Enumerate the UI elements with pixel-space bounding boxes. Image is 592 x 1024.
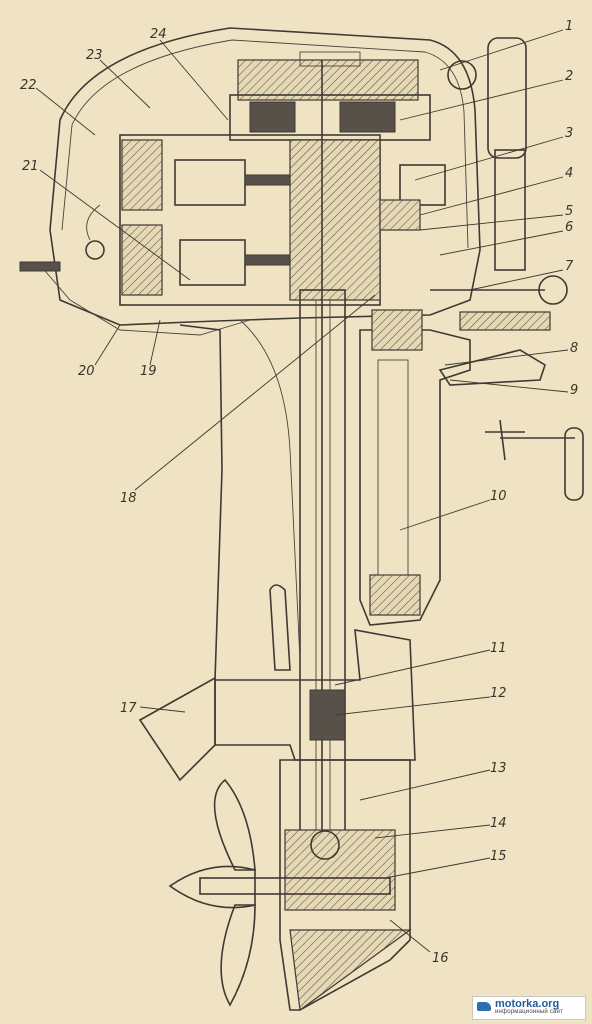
fuel-connector (85, 240, 105, 260)
reed-valve (379, 199, 421, 231)
transom-bracket (359, 329, 471, 626)
callout-23: 23 (86, 48, 103, 63)
throttle-knob (447, 60, 477, 90)
upper-piston (174, 159, 246, 206)
shift-knob (538, 275, 568, 305)
upper-cylinder-head (121, 139, 163, 211)
propeller-blade-upper (213, 778, 256, 871)
callout-4: 4 (565, 166, 573, 181)
callout-7: 7 (565, 259, 574, 274)
callout-8: 8 (570, 341, 578, 356)
crankcase (289, 139, 381, 301)
leader-lines (35, 29, 569, 953)
site-watermark[interactable]: motorka.org информационный сайт (472, 996, 586, 1020)
ignition-coil-right (339, 101, 396, 133)
lower-cylinder-head (121, 224, 163, 296)
callout-24: 24 (150, 27, 167, 42)
callout-22: 22 (20, 78, 37, 93)
callout-2: 2 (565, 69, 573, 84)
carburetor (399, 164, 446, 206)
cowling-inner-edge (61, 39, 469, 249)
propeller-hub (168, 865, 256, 909)
fuel-line (86, 204, 101, 241)
callout-13: 13 (490, 761, 507, 776)
callout-labels: 1 2 3 4 5 6 7 8 9 10 11 12 13 14 15 16 1… (20, 19, 578, 966)
callout-17: 17 (120, 701, 137, 716)
water-pump (309, 689, 346, 741)
callout-5: 5 (565, 204, 573, 219)
swivel-tube (377, 359, 409, 576)
clamp-t-handle (564, 427, 584, 501)
swivel-bracket-bar (459, 311, 551, 331)
callout-3: 3 (565, 126, 573, 141)
callout-21: 21 (22, 159, 39, 174)
callout-16: 16 (432, 951, 449, 966)
callout-10: 10 (490, 489, 507, 504)
tiller-arm (494, 149, 526, 271)
callout-14: 14 (490, 816, 507, 831)
callout-12: 12 (490, 686, 507, 701)
ignition-coil-left (249, 101, 296, 133)
steering-handle (487, 37, 527, 159)
callout-11: 11 (490, 641, 507, 656)
tilt-lever (438, 349, 546, 386)
flywheel (237, 59, 419, 101)
propeller-blade-lower (220, 904, 256, 1007)
starter-pulley (299, 51, 361, 67)
skeg (289, 929, 412, 1012)
callout-1: 1 (565, 19, 573, 34)
watermark-tagline: информационный сайт (495, 1009, 564, 1015)
lower-piston (179, 239, 246, 286)
callout-9: 9 (570, 383, 578, 398)
pinion-gear (310, 830, 340, 860)
anti-cavitation-plate (138, 676, 216, 782)
watermark-site-name: motorka.org (495, 998, 560, 1010)
callout-20: 20 (78, 364, 95, 379)
water-intake-pipe (269, 584, 291, 671)
gear-housing (284, 829, 396, 911)
callout-18: 18 (120, 491, 137, 506)
callout-15: 15 (490, 849, 507, 864)
propeller-shaft (199, 877, 391, 895)
clamp-screw-handle (485, 419, 525, 461)
fuel-hose-fitting (19, 261, 61, 272)
clamp-block-upper (371, 309, 423, 351)
boat-logo-icon (477, 1002, 491, 1011)
engine-cowling (49, 27, 481, 326)
exhaust-channel (239, 319, 301, 661)
clamp-block-lower (369, 574, 421, 616)
midsection-housing (179, 324, 416, 761)
gearcase (279, 759, 411, 1011)
callout-6: 6 (565, 220, 573, 235)
callout-19: 19 (140, 364, 157, 379)
